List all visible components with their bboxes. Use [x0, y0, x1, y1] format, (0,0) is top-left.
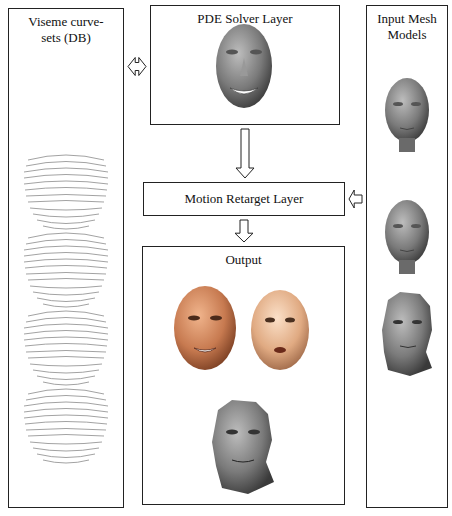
- block-arrow: [128, 58, 146, 76]
- block-arrow: [349, 190, 362, 208]
- process-box: Motion Retarget Layer: [143, 182, 345, 216]
- node-title: Motion Retarget Layer: [148, 191, 340, 207]
- node-title: PDE Solver Layer: [155, 11, 335, 27]
- face-render: [216, 24, 272, 108]
- process-box: PDE Solver Layer: [150, 5, 340, 125]
- node-title: Output: [149, 252, 339, 268]
- mesh-model: [382, 78, 432, 376]
- curve-set: [24, 155, 108, 463]
- node-title: Viseme curve-sets (DB): [20, 14, 112, 45]
- output-panel: Output: [142, 246, 345, 505]
- block-arrow: [235, 220, 253, 242]
- node-title: Input Mesh Models: [370, 11, 444, 42]
- database-panel: Viseme curve-sets (DB): [8, 8, 124, 508]
- input-panel: Input Mesh Models: [366, 5, 448, 508]
- block-arrow: [236, 129, 254, 178]
- output-face: [174, 286, 309, 494]
